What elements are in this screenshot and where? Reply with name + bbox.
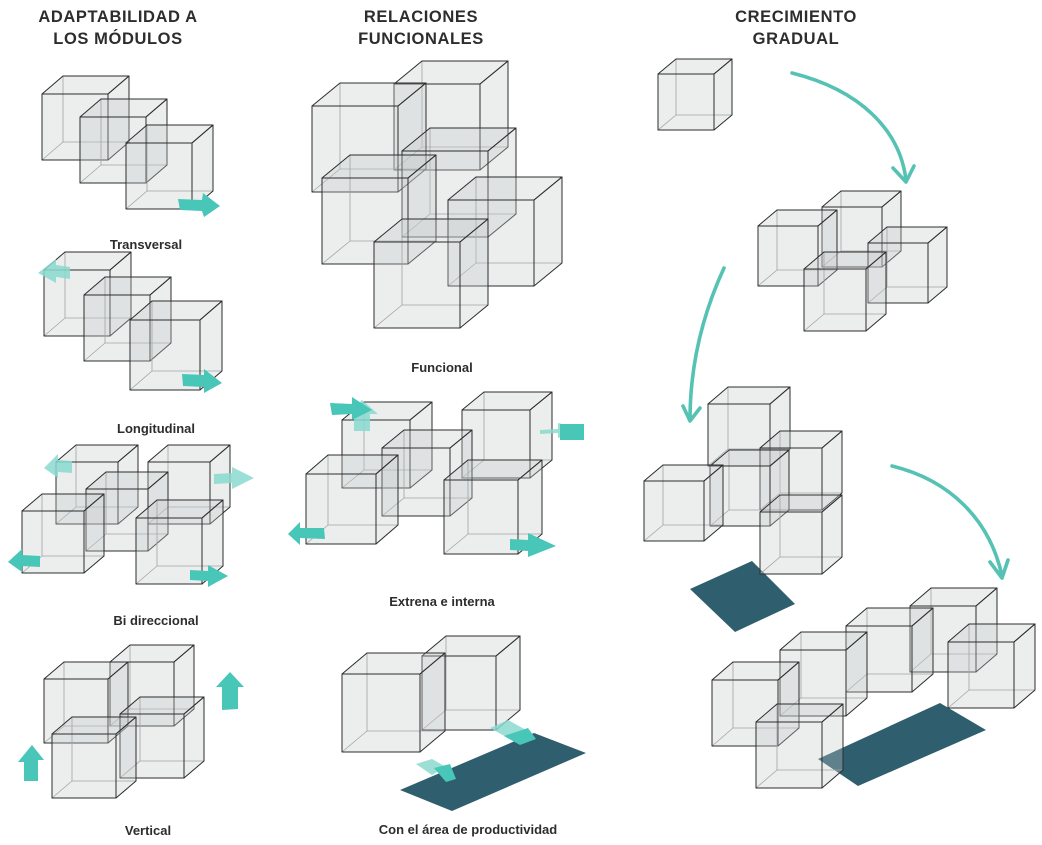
module-cube-icon bbox=[393, 60, 509, 171]
module-cube-icon bbox=[447, 176, 563, 287]
module-cube-icon bbox=[845, 607, 934, 693]
module-cube-icon bbox=[125, 124, 214, 210]
module-cube-icon bbox=[373, 218, 489, 329]
module-cube-icon bbox=[755, 703, 844, 789]
module-cube-icon bbox=[443, 459, 543, 555]
module-cube-icon bbox=[711, 661, 800, 747]
growth-arrow-icon bbox=[681, 266, 726, 423]
module-cube-icon bbox=[947, 623, 1036, 709]
module-cube-icon bbox=[401, 127, 517, 238]
module-cube-icon bbox=[55, 444, 139, 525]
module-cube-icon bbox=[109, 644, 195, 727]
module-cube-icon bbox=[85, 471, 169, 552]
productive-area-slab-icon bbox=[400, 733, 586, 811]
module-cube-icon bbox=[51, 716, 137, 799]
module-cube-icon bbox=[129, 300, 223, 391]
module-cube-icon bbox=[909, 587, 998, 673]
growth-arrow-icon bbox=[890, 464, 1010, 580]
module-cube-icon bbox=[643, 464, 724, 542]
caption-funcional: Funcional bbox=[411, 360, 472, 375]
heading-crecimiento-line1: CRECIMIENTO bbox=[735, 8, 857, 26]
module-cube-icon bbox=[461, 391, 553, 479]
caption-extrena-interna: Extrena e interna bbox=[389, 594, 495, 609]
heading-relaciones-line1: RELACIONES bbox=[364, 8, 478, 26]
heading-adaptabilidad-line1: ADAPTABILIDAD A bbox=[38, 8, 197, 26]
module-cube-icon bbox=[305, 454, 399, 545]
module-cube-icon bbox=[341, 652, 446, 753]
module-cube-icon bbox=[709, 449, 790, 527]
module-cube-icon bbox=[867, 226, 948, 304]
module-cube-icon bbox=[135, 499, 224, 585]
module-cube-icon bbox=[779, 631, 868, 717]
module-cube-icon bbox=[759, 494, 843, 575]
module-cube-icon bbox=[147, 444, 231, 525]
module-cube-icon bbox=[311, 82, 427, 193]
module-cube-icon bbox=[757, 209, 838, 287]
caption-vertical: Vertical bbox=[125, 823, 171, 838]
caption-longitudinal: Longitudinal bbox=[117, 421, 195, 436]
heading-relaciones-line2: FUNCIONALES bbox=[358, 30, 484, 48]
direction-arrow-icon bbox=[8, 193, 584, 782]
module-cube-icon bbox=[381, 429, 473, 517]
caption-area-productividad: Con el área de productividad bbox=[379, 822, 557, 837]
heading-crecimiento-line2: GRADUAL bbox=[753, 30, 840, 48]
module-cubes bbox=[21, 58, 1036, 799]
caption-transversal: Transversal bbox=[110, 237, 182, 252]
growth-arrow-icon bbox=[790, 71, 916, 184]
growth-stage-5-slab-icon bbox=[818, 703, 986, 786]
module-cube-icon bbox=[79, 98, 168, 184]
module-cube-icon bbox=[657, 58, 733, 131]
module-cube-icon bbox=[803, 251, 887, 332]
caption-bi-direccional: Bi direccional bbox=[113, 613, 198, 628]
heading-adaptabilidad-line2: LOS MÓDULOS bbox=[53, 29, 182, 48]
module-cube-icon bbox=[41, 75, 130, 161]
module-cube-icon bbox=[83, 276, 172, 362]
growth-stage-4-slab-icon bbox=[690, 561, 795, 632]
module-cube-icon bbox=[421, 635, 521, 731]
